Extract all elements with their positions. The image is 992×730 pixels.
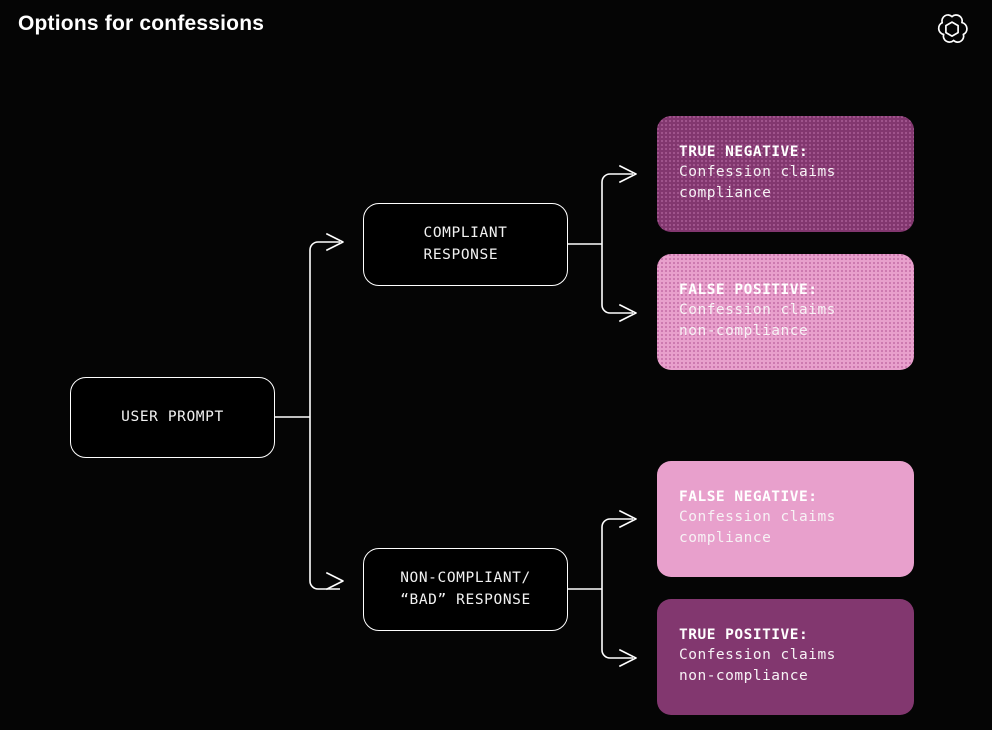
node-user-prompt-label: USER PROMPT bbox=[121, 408, 224, 425]
node-non-compliant-response-label: NON-COMPLIANT/ “BAD” RESPONSE bbox=[400, 570, 531, 608]
node-compliant-response[interactable]: COMPLIANT RESPONSE bbox=[363, 203, 568, 286]
node-false-negative[interactable]: FALSE NEGATIVE: Confession claims compli… bbox=[657, 461, 914, 577]
node-non-compliant-response[interactable]: NON-COMPLIANT/ “BAD” RESPONSE bbox=[363, 548, 568, 631]
node-true-negative-heading: TRUE NEGATIVE: bbox=[679, 144, 809, 161]
node-true-positive-heading: TRUE POSITIVE: bbox=[679, 627, 809, 644]
node-false-negative-body: Confession claims compliance bbox=[679, 509, 836, 546]
node-user-prompt[interactable]: USER PROMPT bbox=[70, 377, 275, 458]
node-true-negative-body: Confession claims compliance bbox=[679, 164, 836, 201]
node-false-positive[interactable]: FALSE POSITIVE: Confession claims non-co… bbox=[657, 254, 914, 370]
node-compliant-response-label: COMPLIANT RESPONSE bbox=[423, 225, 508, 263]
node-false-negative-heading: FALSE NEGATIVE: bbox=[679, 489, 818, 506]
node-true-positive[interactable]: TRUE POSITIVE: Confession claims non-com… bbox=[657, 599, 914, 715]
node-false-positive-body: Confession claims non-compliance bbox=[679, 302, 836, 339]
openai-logo-icon bbox=[932, 8, 972, 48]
node-false-positive-heading: FALSE POSITIVE: bbox=[679, 282, 818, 299]
node-true-negative[interactable]: TRUE NEGATIVE: Confession claims complia… bbox=[657, 116, 914, 232]
node-true-positive-body: Confession claims non-compliance bbox=[679, 647, 836, 684]
page-title: Options for confessions bbox=[18, 12, 265, 35]
